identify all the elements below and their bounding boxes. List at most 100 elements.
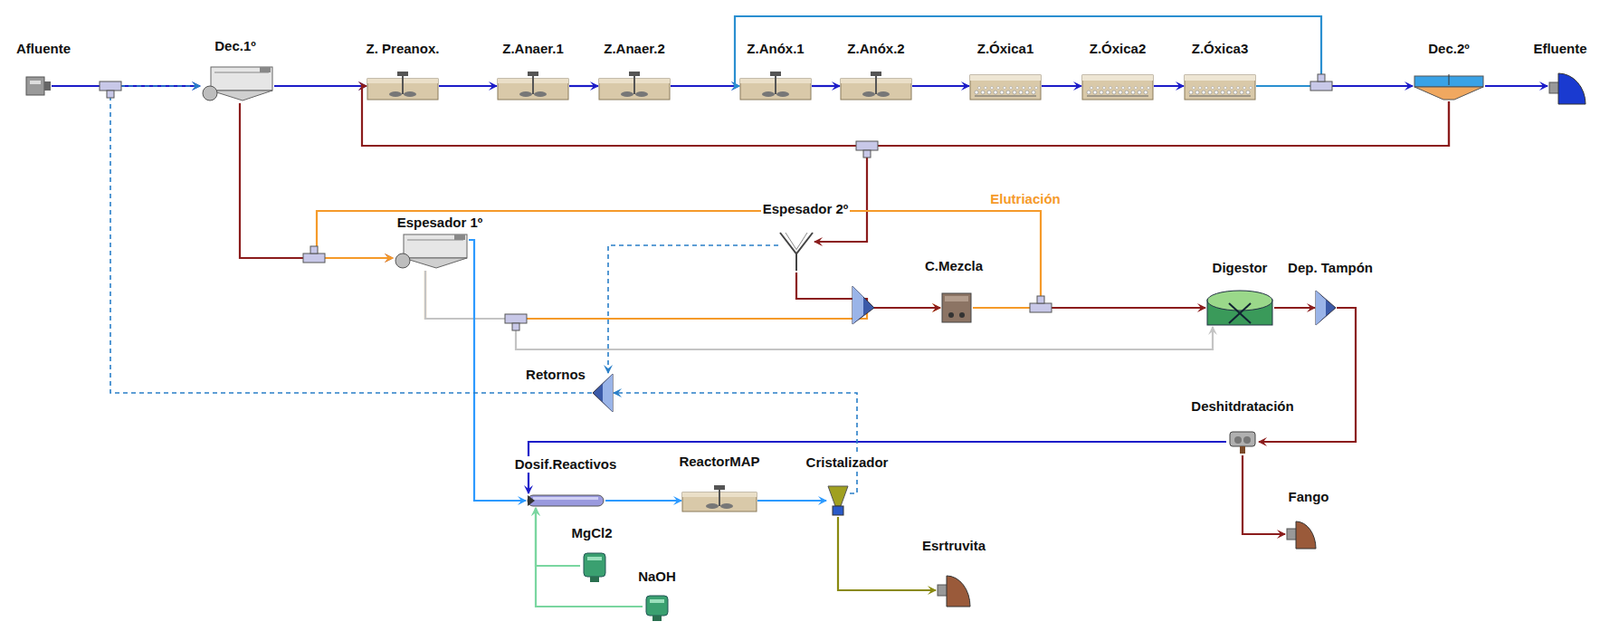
equipment-icon [969,71,1042,101]
unit-label: Z.Anaer.2 [601,40,667,58]
equipment-icon [826,484,850,517]
pipe [425,270,1213,350]
equipment-icon [24,71,52,101]
unit-label: C.Mezcla [923,257,985,275]
unit-outB: Efluente [1547,69,1588,106]
unit-tank: Z.Anóx.2 [839,71,913,101]
unit-label: Efluente [1531,40,1589,58]
unit-cry: Cristalizador [826,484,850,517]
equipment-icon [1412,74,1486,102]
equipment-icon [580,547,610,584]
pipe [608,245,779,373]
mixer-triangle [852,285,875,324]
unit-label: Fango [1286,488,1332,505]
unit-label: Z.Anóx.2 [845,40,906,58]
unit-dos: Dosif.Reactivos [525,493,606,508]
unit-aer: Z.Óxica1 [969,71,1042,101]
unit-label: Esrtruvita [920,537,988,554]
unit-triL: Retornos [591,372,614,413]
unit-pump: MgCl2 [580,547,610,584]
unit-label: Deshitdratación [1189,398,1296,415]
unit-label: Dep. Tampón [1285,259,1375,277]
equipment-icon [598,71,671,101]
unit-label: Cristalizador [804,454,891,471]
pipe [569,85,599,87]
pipe [1242,455,1286,534]
unit-label: ReactorMAP [676,453,762,470]
equipment-icon [1547,69,1588,106]
unit-dew: Deshitdratación [1226,428,1259,456]
equipment-icon [392,232,469,271]
equipment-icon [525,493,606,508]
unit-label: Dosif.Reactivos [513,456,620,473]
pipe [670,85,740,87]
equipment-icon [200,65,275,104]
equipment-icon [1205,288,1275,327]
unit-aer: Z.Óxica2 [1081,71,1154,101]
equipment-icon [1314,289,1337,326]
pipe [1485,85,1548,87]
pipe [613,392,858,494]
pipe [110,85,592,393]
unit-label: Digestor [1210,259,1270,277]
unit-tank: Z.Anóx.1 [739,71,812,101]
equipment-icon [1081,71,1154,101]
unit-reac: ReactorMAP [681,485,758,513]
unit-label: MgCl2 [570,524,615,542]
equipment-icon [1183,71,1257,101]
equipment-icon [591,372,614,413]
unit-label: Z.Anaer.1 [500,40,566,58]
equipment-icon [1226,428,1259,456]
tee [99,74,1333,331]
unit-tank: Z.Anaer.2 [598,71,671,101]
pipe [811,85,840,87]
equipment-icon [496,71,570,101]
unit-outR: Esrtruvita [935,571,972,609]
unit-label: Dec.1º [212,38,258,55]
pipe [734,16,1322,86]
equipment-icon [940,291,973,324]
equipment-icon [681,485,758,513]
stream-label: Elutriación [988,190,1063,208]
pipe [316,210,1041,308]
unit-label: Z.Óxica3 [1190,40,1251,58]
unit-cm: C.Mezcla [940,291,973,324]
pipe [912,85,970,87]
equipment-icon [778,230,815,273]
unit-label: Z.Óxica2 [1087,40,1149,58]
unit-clar: Dec.1º [200,65,275,104]
pipe [1274,306,1315,309]
pipe [528,441,1227,494]
unit-label: NaOH [636,568,678,585]
unit-label: Z.Anóx.1 [744,40,806,58]
unit-label: Espesador 2º [761,200,851,218]
pipe [535,507,643,607]
unit-label: Z.Óxica1 [975,40,1037,58]
unit-label: Retornos [523,366,588,383]
equipment-icon [839,71,913,101]
pipe [814,101,1449,242]
equipment-icon [935,571,972,609]
unit-label: Espesador 1º [395,214,486,231]
unit-label: Dec.2º [1426,40,1472,58]
pipe [757,499,827,502]
unit-clar: Espesador 1º [392,232,469,271]
unit-tank: Z. Preanox. [366,71,439,101]
equipment-icon [366,71,439,101]
equipment-icon [739,71,812,101]
pipe [1153,85,1184,87]
pipe [1041,85,1082,87]
unit-tank: Z.Anaer.1 [496,71,570,101]
pipe [438,85,497,87]
pipe [274,85,367,87]
pipe [605,499,682,502]
equipment-icon [1285,517,1318,551]
unit-sec: Dec.2º [1412,74,1486,102]
unit-fun: Espesador 2º [778,230,815,273]
unit-pump: NaOH [642,590,672,623]
unit-outR: Fango [1285,517,1318,551]
unit-label: Afluente [14,40,73,58]
unit-tri: Dep. Tampón [1314,289,1337,326]
unit-dig: Digestor [1205,288,1275,327]
